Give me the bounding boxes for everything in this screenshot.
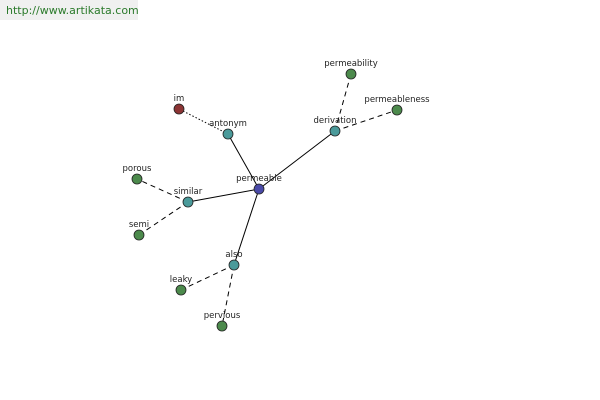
node-dot-antonym[interactable] xyxy=(222,128,234,140)
edge-permeable-similar xyxy=(187,188,260,203)
node-dot-similar[interactable] xyxy=(182,196,194,208)
node-label-permeability: permeability xyxy=(324,59,378,69)
node-label-pervious: pervious xyxy=(204,311,241,321)
node-permeableness[interactable]: permeableness xyxy=(364,95,430,116)
node-semi[interactable]: semi xyxy=(129,220,149,241)
node-label-antonym: antonym xyxy=(209,119,247,129)
node-permeable[interactable]: permeable xyxy=(236,174,282,195)
edge-also-pervious xyxy=(221,264,235,327)
node-dot-derivation[interactable] xyxy=(329,125,341,137)
node-dot-porous[interactable] xyxy=(131,173,143,185)
node-pervious[interactable]: pervious xyxy=(204,311,241,332)
node-dot-semi[interactable] xyxy=(133,229,145,241)
node-antonym[interactable]: antonym xyxy=(209,119,247,140)
node-dot-leaky[interactable] xyxy=(175,284,187,296)
source-banner: http://www.artikata.com xyxy=(0,0,139,20)
node-porous[interactable]: porous xyxy=(123,164,152,185)
node-label-permeableness: permeableness xyxy=(364,95,430,105)
graph-edges xyxy=(136,73,398,327)
node-label-porous: porous xyxy=(123,164,152,174)
edge-similar-porous xyxy=(136,178,189,203)
node-label-semi: semi xyxy=(129,220,149,230)
graph-nodes: permeable antonym derivation similar also im p… xyxy=(123,59,430,332)
edge-permeable-also xyxy=(233,188,260,266)
edge-also-leaky xyxy=(180,264,235,291)
source-url[interactable]: http://www.artikata.com xyxy=(6,4,139,17)
node-dot-permeability[interactable] xyxy=(345,68,357,80)
node-dot-pervious[interactable] xyxy=(216,320,228,332)
node-label-permeable: permeable xyxy=(236,174,282,184)
edge-permeable-antonym xyxy=(227,133,260,190)
edge-derivation-permeability xyxy=(334,73,352,132)
node-dot-also[interactable] xyxy=(228,259,240,271)
node-similar[interactable]: similar xyxy=(174,187,203,208)
node-leaky[interactable]: leaky xyxy=(170,275,192,296)
edge-antonym-im xyxy=(178,108,229,135)
node-label-leaky: leaky xyxy=(170,275,192,285)
node-dot-im[interactable] xyxy=(173,103,185,115)
edge-permeable-derivation xyxy=(258,130,336,190)
node-also[interactable]: also xyxy=(225,250,243,271)
edge-similar-semi xyxy=(138,201,189,236)
node-dot-permeable[interactable] xyxy=(253,183,265,195)
edge-derivation-permeableness xyxy=(334,109,398,132)
node-derivation[interactable]: derivation xyxy=(313,116,357,137)
node-label-im: im xyxy=(174,94,185,104)
node-label-also: also xyxy=(225,250,242,260)
node-label-similar: similar xyxy=(174,187,203,197)
node-dot-permeableness[interactable] xyxy=(391,104,403,116)
node-label-derivation: derivation xyxy=(313,116,356,126)
node-permeability[interactable]: permeability xyxy=(324,59,378,80)
node-im[interactable]: im xyxy=(173,94,185,115)
